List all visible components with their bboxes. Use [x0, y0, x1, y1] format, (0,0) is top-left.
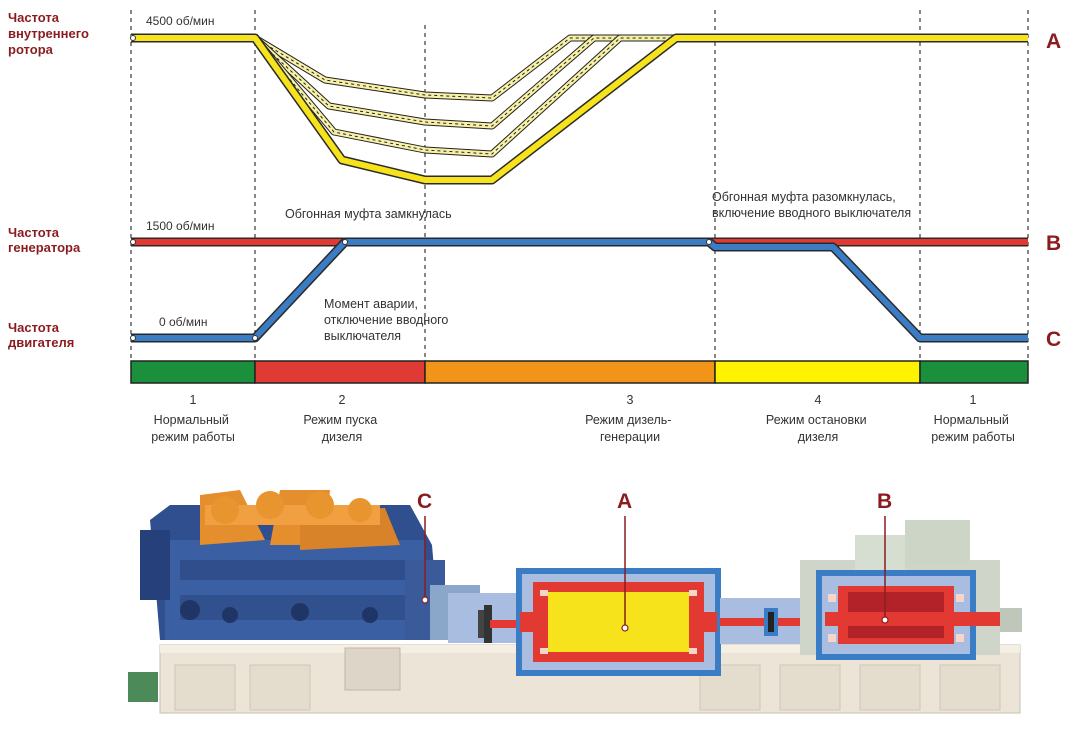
engine-speed-label: Частота двигателя: [8, 320, 74, 350]
mode-caption: Режим пуска дизеля: [303, 413, 380, 444]
start-marker-a: [130, 35, 136, 41]
timing-chart: Частота внутреннего ротора Частота генер…: [8, 10, 1061, 444]
mode-number: 1: [970, 393, 977, 407]
mode-number: 2: [339, 393, 346, 407]
mode-bar: [130, 360, 1029, 384]
mode-caption: Режим остановки дизеля: [766, 413, 870, 444]
phase-markers: [130, 10, 1029, 362]
generator: [800, 520, 1022, 660]
rotor-speed-value: 4500 об/мин: [146, 14, 215, 28]
mode-caption: Режим дизель- генерации: [585, 413, 675, 444]
callout-dot-c: [421, 596, 429, 604]
start-marker-c: [130, 335, 136, 341]
callout-letter-b: B: [877, 490, 892, 513]
rotor-alt-trajectories: [252, 34, 676, 158]
mode-number: 1: [190, 393, 197, 407]
inner-rotor-housing: [448, 568, 825, 676]
event-markers: [130, 35, 712, 341]
mode-segment-generation: [424, 360, 716, 384]
rotor-trajectory-alt: [253, 35, 676, 129]
diesel-engine: [140, 490, 445, 640]
rotor-trajectory-alt: [254, 37, 676, 155]
start-marker-b: [130, 239, 136, 245]
rotor-speed-label: Частота внутреннего ротора: [8, 10, 93, 57]
mode-caption: Нормальный режим работы: [151, 413, 235, 444]
machine-illustration: C A B: [128, 490, 1022, 714]
callout-letter-c: C: [417, 490, 432, 513]
mode-number: 4: [815, 393, 822, 407]
row-letter-b: B: [1046, 232, 1061, 255]
engine-speed-line-fill: [131, 239, 1028, 341]
callout-dot-b: [881, 616, 889, 624]
row-letter-a: A: [1046, 30, 1061, 53]
failure-annotation: Момент аварии, отключение вводного выклю…: [324, 297, 452, 343]
mode-caption: Нормальный режим работы: [931, 413, 1015, 444]
generator-speed-value: 1500 об/мин: [146, 219, 215, 233]
clutch-released-marker: [706, 239, 712, 245]
callout-letter-a: A: [617, 490, 632, 513]
rotor-speed-line-fill: [131, 35, 1028, 183]
mode-segment-start: [254, 360, 426, 384]
mode-labels: 1 Нормальный режим работы 2 Режим пуска …: [151, 393, 1015, 444]
mode-number: 3: [627, 393, 634, 407]
mode-segment-stop: [714, 360, 921, 384]
engine-speed-value: 0 об/мин: [159, 315, 207, 329]
mode-segment-normal: [130, 360, 256, 384]
clutch-engaged-annotation: Обгонная муфта замкнулась: [285, 207, 452, 221]
failure-marker: [252, 335, 258, 341]
mode-segment-normal-end: [919, 360, 1029, 384]
clutch-engaged-marker: [342, 239, 348, 245]
clutch-released-annotation: Обгонная муфта разомкнулась, включение в…: [712, 190, 911, 220]
callouts: [424, 516, 886, 628]
row-letter-c: C: [1046, 328, 1061, 351]
rotor-trajectory-alt: [254, 37, 676, 99]
callout-dot-a: [621, 624, 629, 632]
generator-speed-label: Частота генератора: [8, 225, 81, 255]
